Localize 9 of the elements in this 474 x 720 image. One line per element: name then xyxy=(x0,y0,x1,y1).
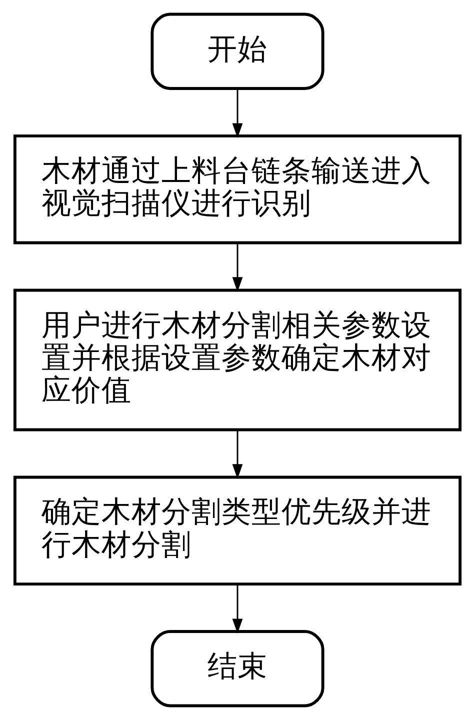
node-box: 木材通过上料台链条输送进入视觉扫描仪进行识别 xyxy=(12,134,462,244)
arrow xyxy=(232,584,242,634)
node-box: 结束 xyxy=(150,630,324,708)
arrow xyxy=(232,242,242,292)
node-box: 确定木材分割类型优先级并进行木材分割 xyxy=(12,476,462,586)
arrow xyxy=(232,89,242,138)
arrow xyxy=(232,430,242,479)
node-box: 开始 xyxy=(150,12,324,90)
node-box: 用户进行木材分割相关参数设置并根据设置参数确定木材对应价值 xyxy=(12,288,462,432)
